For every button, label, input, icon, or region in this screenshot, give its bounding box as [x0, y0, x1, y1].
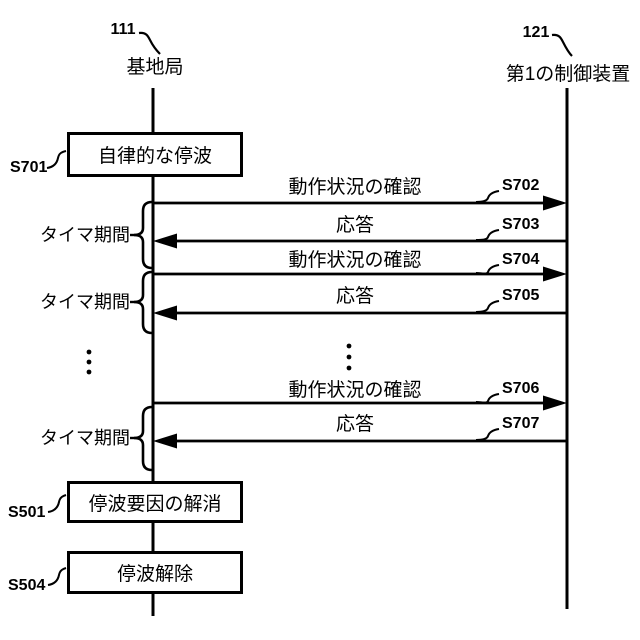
leader-s702: [475, 190, 500, 203]
arrowhead-right-icon: [543, 195, 567, 211]
arrow-s703: [153, 233, 567, 249]
ellipsis-left-icon: [86, 349, 92, 375]
arrowhead-left-icon: [153, 433, 177, 449]
arrow-s707: [153, 433, 567, 449]
process-box-label: 自律的な停波: [97, 146, 212, 167]
leader-s706: [475, 393, 500, 404]
actor-label-control-device: 第1の制御装置: [505, 64, 631, 85]
leader-s701: [46, 150, 67, 169]
process-box-s501: 停波要因の解消: [67, 481, 243, 523]
leader-s704: [475, 264, 500, 275]
leader-s501: [47, 494, 67, 513]
message-label-s705: 応答: [335, 286, 374, 307]
ref-tick-111: [138, 31, 161, 55]
timer-period-label-3: タイマ期間: [40, 428, 130, 448]
leader-s504: [47, 567, 67, 586]
process-box-s701: 自律的な停波: [67, 132, 243, 177]
step-label-s701: S701: [10, 159, 48, 176]
arrowhead-right-icon: [543, 395, 567, 411]
ellipsis-center-icon: [346, 343, 352, 371]
leader-s707: [475, 428, 500, 441]
message-label-s706: 動作状況の確認: [288, 380, 422, 401]
process-box-label: 停波要因の解消: [88, 493, 222, 515]
actor-ref-number-right: 121: [522, 24, 550, 41]
step-label-s501: S501: [8, 504, 46, 521]
step-label-s702: S702: [502, 177, 540, 194]
step-label-s705: S705: [502, 287, 540, 304]
message-label-s703: 応答: [335, 215, 374, 236]
leader-s703: [475, 229, 500, 241]
arrow-s702: [153, 195, 567, 211]
arrowhead-right-icon: [543, 266, 567, 282]
message-label-s707: 応答: [335, 414, 374, 435]
timer-period-label-2: タイマ期間: [40, 292, 130, 312]
arrowhead-left-icon: [153, 305, 177, 321]
leader-s705: [475, 300, 500, 313]
step-label-s706: S706: [502, 380, 540, 397]
step-label-s703: S703: [502, 216, 540, 233]
actor-label-base-station: 基地局: [126, 57, 184, 78]
message-label-s704: 動作状況の確認: [288, 250, 422, 271]
arrowhead-left-icon: [153, 233, 177, 249]
ref-tick-121: [551, 33, 573, 57]
step-label-s504: S504: [8, 577, 46, 594]
arrow-s705: [153, 305, 567, 321]
step-label-s704: S704: [502, 251, 540, 268]
process-box-s504: 停波解除: [67, 551, 243, 594]
timer-period-label-1: タイマ期間: [40, 225, 130, 245]
step-label-s707: S707: [502, 415, 540, 432]
actor-ref-number-left: 111: [110, 21, 136, 38]
process-box-label: 停波解除: [116, 564, 193, 585]
message-label-s702: 動作状況の確認: [288, 177, 422, 198]
